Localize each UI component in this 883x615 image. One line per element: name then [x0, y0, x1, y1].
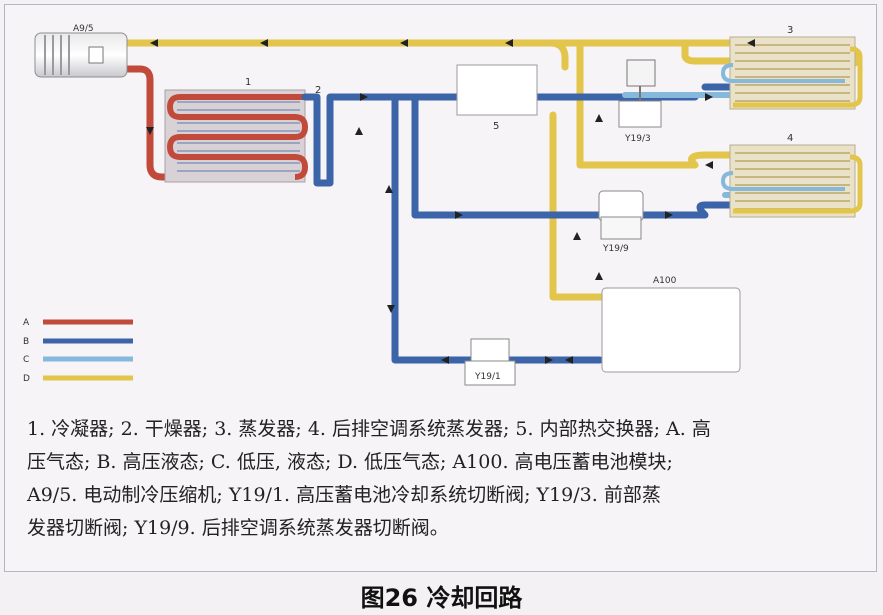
valve-y19-9	[598, 190, 644, 240]
line-a-high-pressure-gas	[119, 65, 299, 181]
label-rear-evaporator: 4	[787, 133, 793, 144]
label-valve-front: Y19/3	[624, 134, 651, 144]
figure-caption: 图26 冷却回路	[360, 584, 523, 612]
compressor	[34, 32, 128, 78]
component-description: 1. 冷凝器; 2. 干燥器; 3. 蒸发器; 4. 后排空调系统蒸发器; 5.…	[27, 413, 873, 545]
description-line: 1. 冷凝器; 2. 干燥器; 3. 蒸发器; 4. 后排空调系统蒸发器; 5.…	[27, 418, 711, 440]
rear-evaporator	[720, 144, 863, 218]
label-dryer: 2	[315, 85, 321, 96]
legend-key-a: A	[23, 318, 30, 328]
valve-y19-1	[464, 338, 516, 386]
legend-key-d: D	[23, 374, 30, 384]
figure-frame: A B C D A9/5 1 2 3 4 5 Y19/3 Y19/9 Y19/1…	[4, 4, 877, 572]
condenser	[164, 89, 309, 183]
description-line: A9/5. 电动制冷压缩机; Y19/1. 高压蓄电池冷却系统切断阀; Y19/…	[27, 484, 661, 506]
description-line: 发器切断阀; Y19/9. 后排空调系统蒸发器切断阀。	[27, 517, 449, 539]
label-compressor: A9/5	[73, 24, 94, 34]
battery-module	[601, 287, 741, 373]
front-evaporator	[720, 36, 863, 110]
internal-heat-exchanger	[456, 64, 538, 116]
cooling-circuit-diagram: A B C D A9/5 1 2 3 4 5 Y19/3 Y19/9 Y19/1…	[23, 24, 863, 386]
label-condenser: 1	[245, 77, 251, 88]
label-valve-rear: Y19/9	[602, 244, 629, 254]
description-line: 压气态; B. 高压液态; C. 低压, 液态; D. 低压气态; A100. …	[27, 451, 673, 473]
flow-arrows	[146, 39, 755, 364]
label-evaporator: 3	[787, 25, 793, 36]
label-heat-exchanger: 5	[493, 121, 499, 132]
valve-y19-3	[618, 59, 662, 128]
color-legend: A B C D	[23, 318, 133, 384]
label-valve-battery: Y19/1	[474, 372, 501, 382]
legend-key-c: C	[23, 355, 29, 365]
legend-key-b: B	[23, 337, 29, 347]
label-battery-module: A100	[653, 276, 677, 286]
